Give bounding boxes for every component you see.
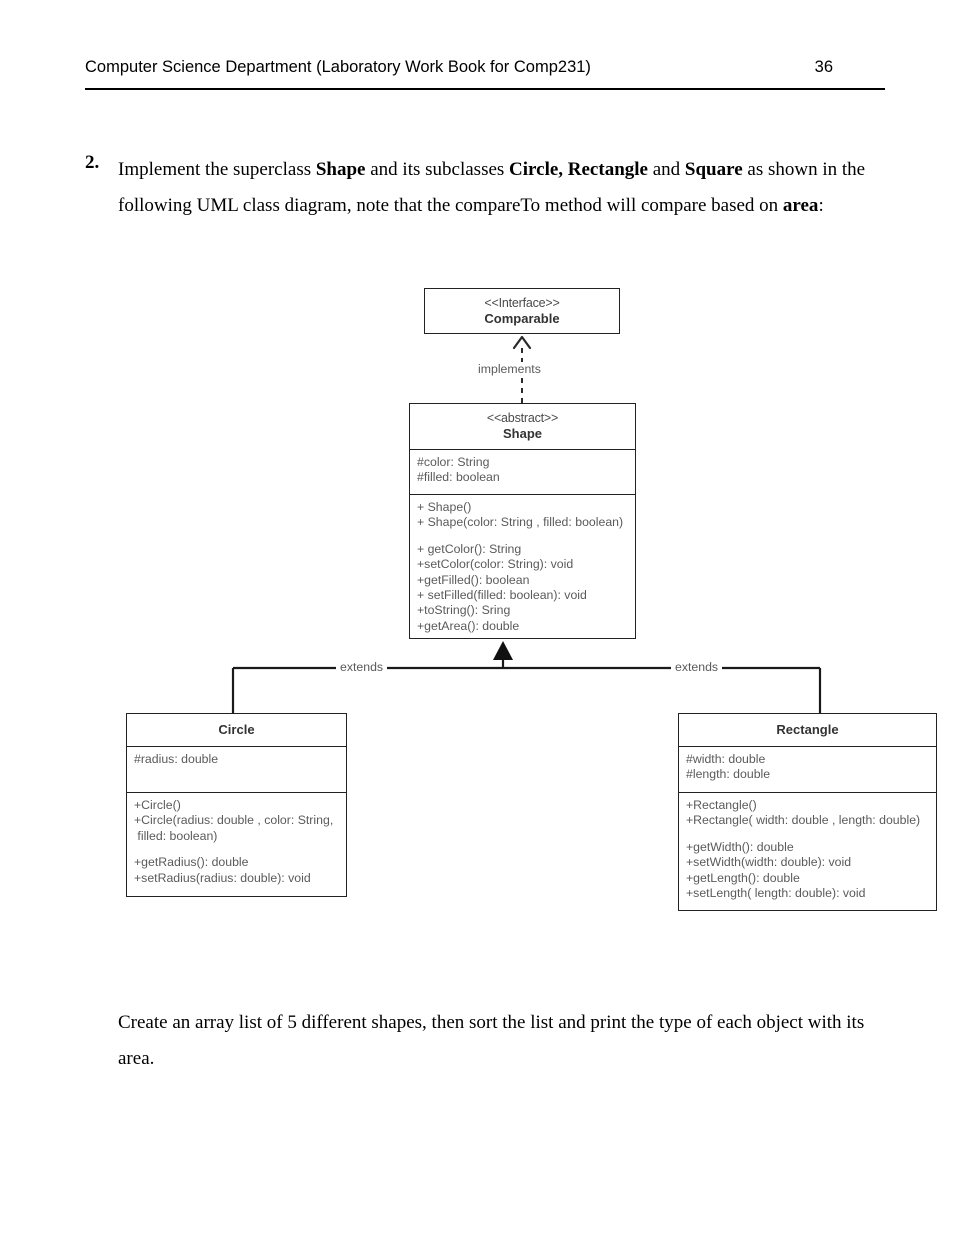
shape-method: + setFilled(filled: boolean): void <box>417 588 587 603</box>
shape-method: + Shape() <box>417 500 472 514</box>
shape-title: <<abstract>> Shape <box>410 404 635 449</box>
extends-connector <box>231 641 822 713</box>
header-divider <box>85 88 885 90</box>
circle-name: Circle <box>218 722 255 737</box>
term-square: Square <box>684 159 743 180</box>
comparable-title: <<Interface>> Comparable <box>425 289 619 334</box>
header-title: Computer Science Department (Laboratory … <box>85 58 591 76</box>
rectangle-method: +setWidth(width: double): void <box>686 855 852 870</box>
shape-method: +toString(): Sring <box>417 603 511 618</box>
rectangle-method: +setLength( length: double): void <box>686 886 866 901</box>
shape-method-spacer <box>417 531 628 542</box>
uml-class-circle: Circle #radius: double +Circle() +Circle… <box>126 713 347 897</box>
circle-method: +getRadius(): double <box>134 855 249 870</box>
page-header: Computer Science Department (Laboratory … <box>85 58 885 96</box>
rectangle-method-spacer <box>686 829 929 840</box>
rectangle-method: +Rectangle() <box>686 798 757 812</box>
extends-label-circle: extends <box>336 660 388 674</box>
rectangle-name: Rectangle <box>776 722 839 737</box>
question-part-2: and its subclasses <box>365 159 510 180</box>
extends-label-rectangle: extends <box>671 660 723 674</box>
shape-name: Shape <box>502 426 542 441</box>
term-area: area <box>782 195 819 216</box>
question-part-1: Implement the superclass <box>118 159 316 180</box>
uml-class-rectangle: Rectangle #width: double #length: double… <box>678 713 937 911</box>
circle-method: +Circle() <box>134 798 181 812</box>
question-part-3: and <box>647 159 685 180</box>
circle-title: Circle <box>127 714 346 746</box>
circle-attributes: #radius: double <box>127 746 346 792</box>
question-text: Implement the superclass Shape and its s… <box>118 152 908 224</box>
rectangle-methods: +Rectangle() +Rectangle( width: double ,… <box>679 792 936 907</box>
circle-method: +Circle(radius: double , color: String, <box>134 813 334 828</box>
shape-attribute: #filled: boolean <box>417 470 500 485</box>
circle-method-spacer <box>134 844 339 855</box>
implements-label: implements <box>474 362 545 376</box>
term-circle-rectangle: Circle, Rectangle <box>509 159 648 180</box>
shape-stereotype: <<abstract>> <box>486 411 559 425</box>
question-part-5: : <box>818 195 824 216</box>
circle-method: filled: boolean) <box>134 828 218 843</box>
shape-method: +setColor(color: String): void <box>417 557 574 572</box>
rectangle-title: Rectangle <box>679 714 936 746</box>
circle-attribute: #radius: double <box>134 752 219 766</box>
shape-method: + Shape(color: String , filled: boolean) <box>417 515 624 530</box>
circle-method: +setRadius(radius: double): void <box>134 870 311 885</box>
term-shape: Shape <box>315 159 366 180</box>
rectangle-attributes: #width: double #length: double <box>679 746 936 792</box>
page-number: 36 <box>814 58 833 76</box>
question-part-4: as shown in the following UML class diag… <box>118 159 866 216</box>
rectangle-method: +Rectangle( width: double , length: doub… <box>686 813 921 828</box>
closing-paragraph: Create an array list of 5 different shap… <box>118 1012 865 1069</box>
uml-class-shape: <<abstract>> Shape #color: String #fille… <box>409 403 636 639</box>
shape-method: +getArea(): double <box>417 618 520 633</box>
question-number: 2. <box>85 152 100 173</box>
comparable-name: Comparable <box>484 311 560 326</box>
rectangle-method: +getLength(): double <box>686 870 800 885</box>
rectangle-attribute: #width: double <box>686 752 766 766</box>
uml-class-comparable: <<Interface>> Comparable <box>424 288 620 334</box>
shape-method: +getFilled(): boolean <box>417 572 530 587</box>
shape-attribute: #color: String <box>417 455 490 469</box>
comparable-stereotype: <<Interface>> <box>484 296 560 310</box>
shape-attributes: #color: String #filled: boolean <box>410 449 635 494</box>
shape-methods: + Shape() + Shape(color: String , filled… <box>410 494 635 640</box>
rectangle-method: +getWidth(): double <box>686 839 794 854</box>
shape-method: + getColor(): String <box>417 541 522 556</box>
rectangle-attribute: #length: double <box>686 767 771 782</box>
circle-methods: +Circle() +Circle(radius: double , color… <box>127 792 346 892</box>
